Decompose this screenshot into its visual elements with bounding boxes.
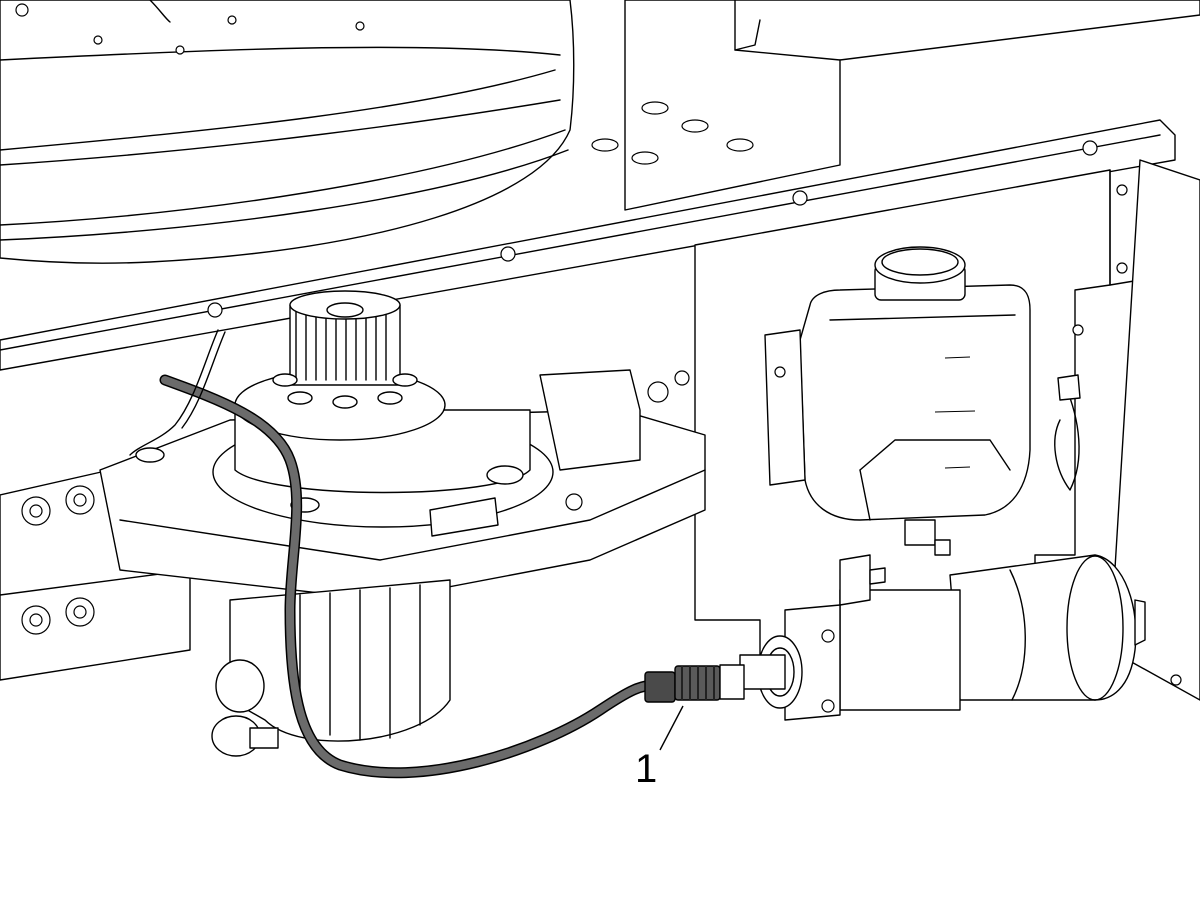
callout-1: 1 xyxy=(635,705,684,791)
hydraulic-hose xyxy=(159,374,666,779)
upper-frame xyxy=(591,0,1200,211)
leader-line xyxy=(659,705,684,751)
electric-motor xyxy=(839,554,1146,711)
bolt-head xyxy=(21,485,95,635)
callout-label: 1 xyxy=(635,747,657,791)
gear-housing xyxy=(135,290,554,528)
bolt-head xyxy=(135,373,524,513)
filler-cap xyxy=(874,246,966,301)
hose-connector-fitting xyxy=(644,664,745,703)
turntable xyxy=(0,0,575,264)
signal-wire xyxy=(129,329,226,456)
sensor-wire xyxy=(1054,374,1081,491)
hydraulic-reservoir xyxy=(764,246,1031,556)
pump-flange xyxy=(739,604,841,721)
